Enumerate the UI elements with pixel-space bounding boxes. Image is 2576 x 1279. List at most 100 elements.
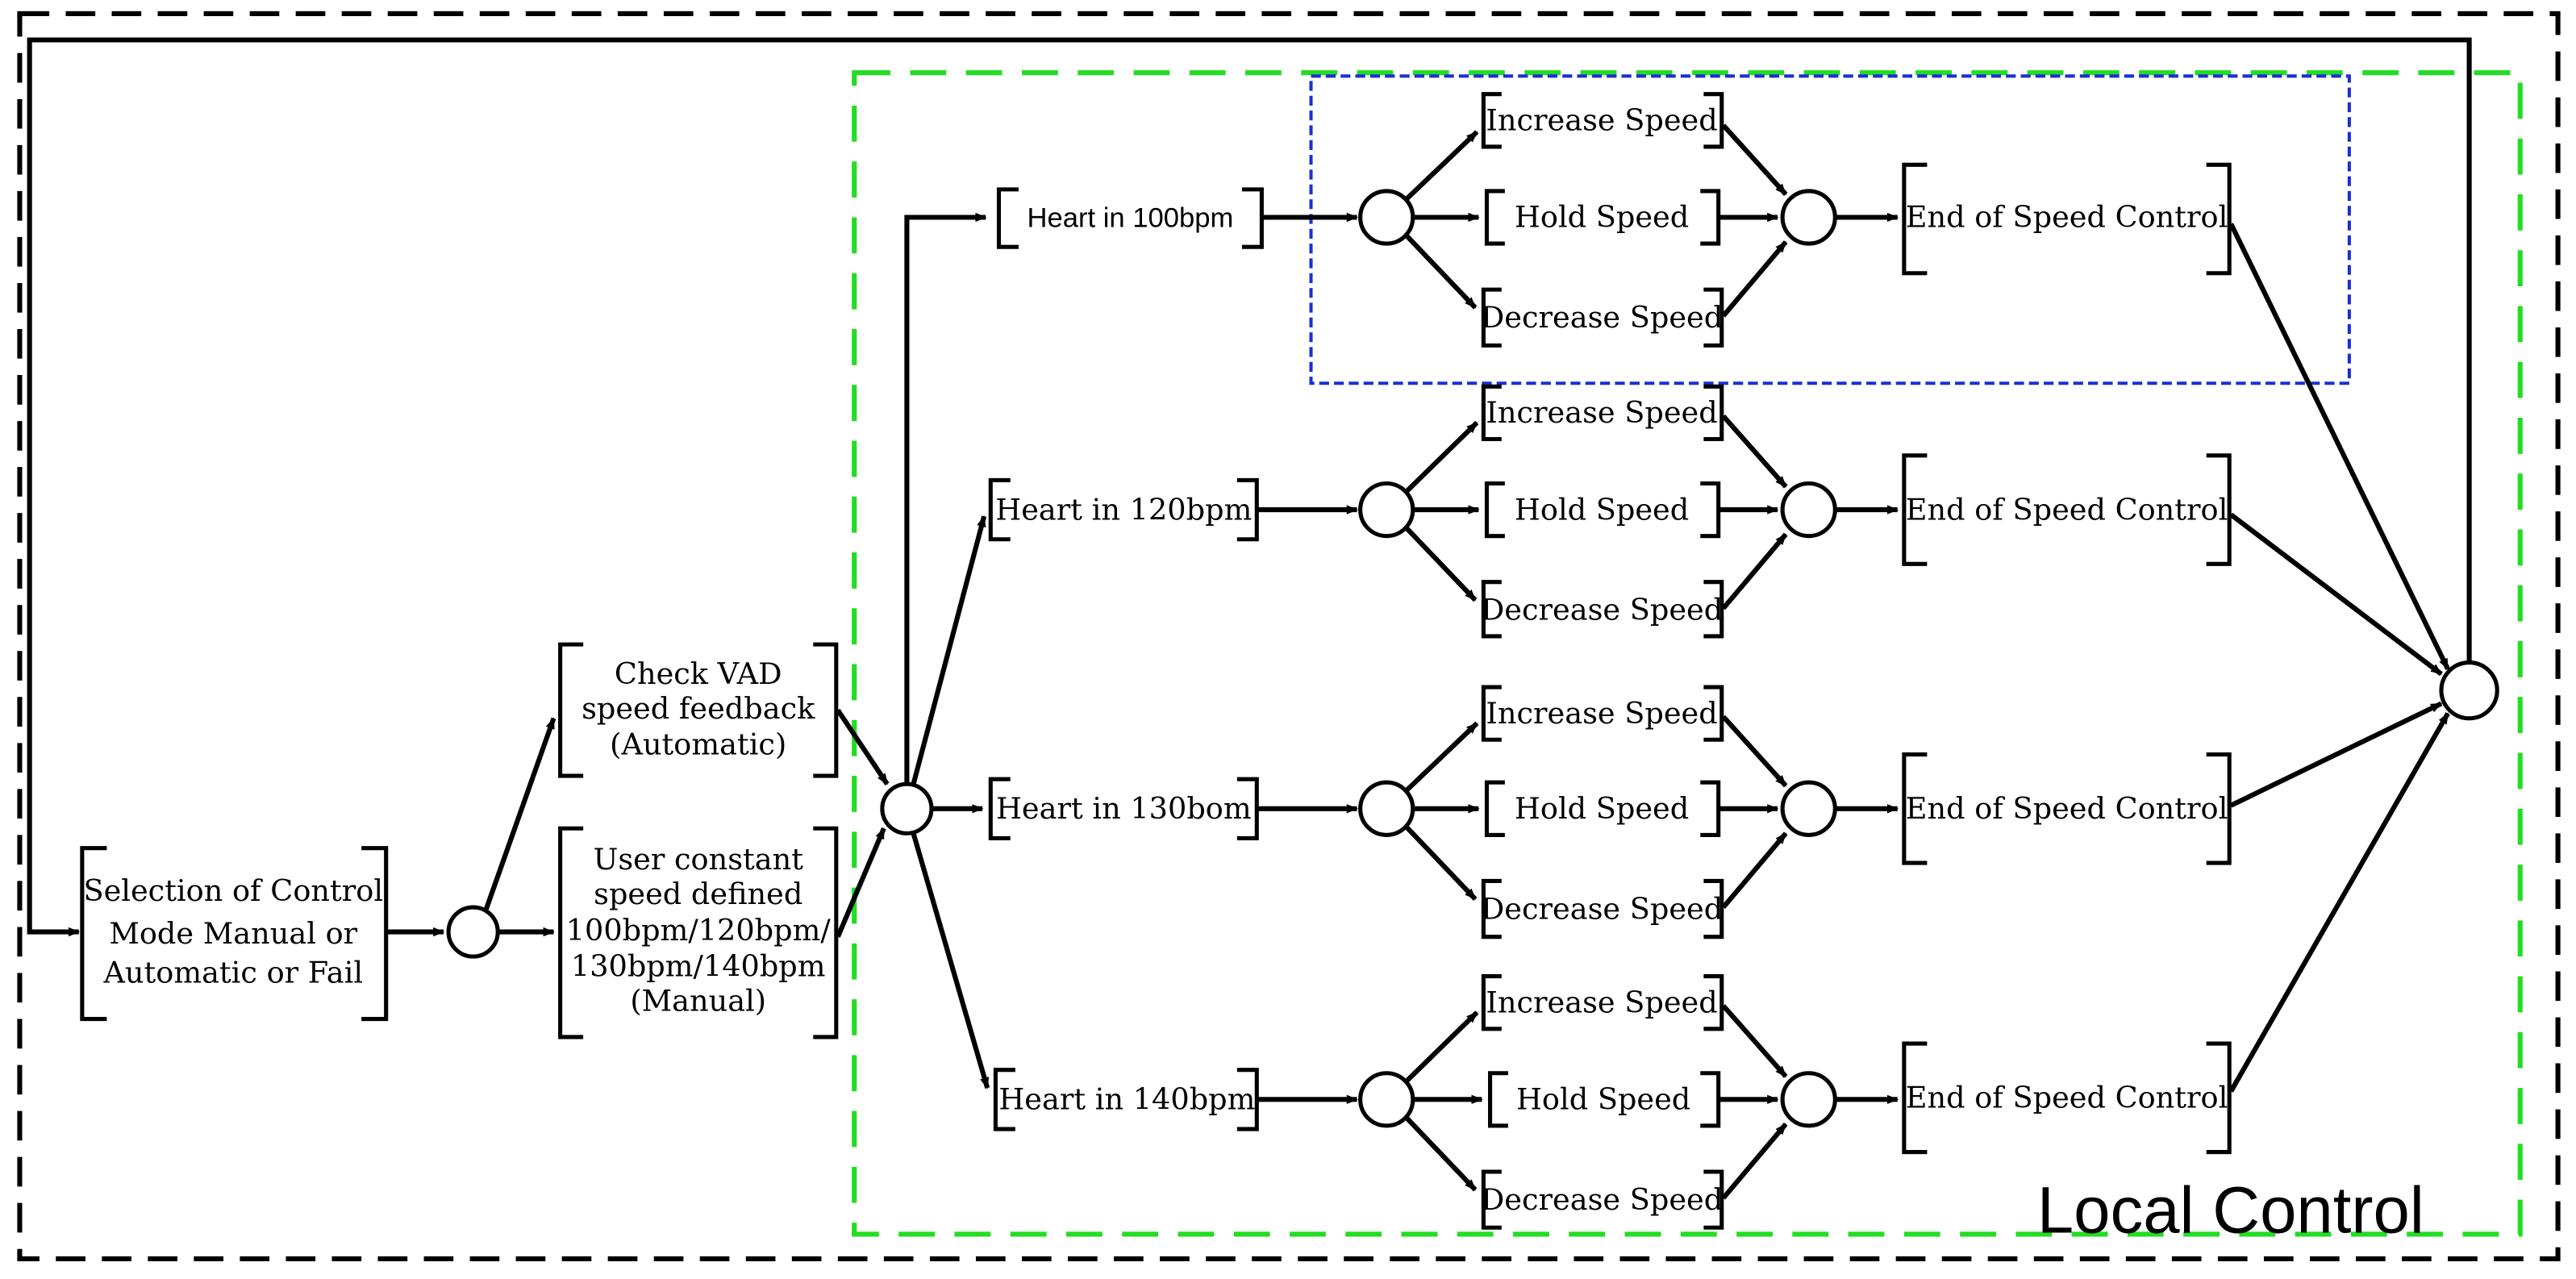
bracket-right [1700,481,1721,539]
end-speed-control-node: End of Speed Control [1902,162,2232,276]
edge-split-to-decrease [1404,526,1478,602]
bracket-right [1703,878,1724,939]
end-speed-control-label: End of Speed Control [1906,200,2228,235]
branch-highlight-border [1309,74,2351,385]
decrease-speed-label: Decrease Speed [1481,1182,1723,1217]
bracket-left [1902,1041,1928,1155]
edge-split-to-decrease [1404,233,1478,310]
hold-speed-label: Hold Speed [1515,200,1689,235]
check-vad-line-1: Check VAD [615,656,782,691]
bracket-right [1703,685,1724,742]
bracket-right [361,846,389,1022]
increase-speed-label: Increase Speed [1486,696,1717,731]
split-junction-node [1358,1071,1415,1128]
bracket-right [1700,1071,1721,1128]
hold-speed-node: Hold Speed [1484,189,1721,246]
selection-mode-node: Selection of Control Mode Manual or Auto… [80,846,389,1022]
bracket-right [1236,477,1259,542]
edge-end-to-final [2229,701,2443,808]
edge-user-constant-to-merge [836,827,886,938]
end-speed-control-label: End of Speed Control [1906,492,2228,527]
bracket-left [1484,780,1505,837]
increase-speed-node: Increase Speed [1481,384,1724,442]
bracket-left [558,642,584,778]
bracket-right [2206,453,2232,566]
merge-junction-node [1780,481,1837,539]
bracket-left [1484,481,1505,539]
branch-130bpm: Heart in 130bom Increase Speed Hold Spee… [988,685,2443,939]
edge-increase-to-merge [1721,714,1788,788]
edge-decrease-to-merge [1721,532,1788,610]
bracket-left [1902,162,1928,276]
selection-mode-line-3: Automatic or Fail [102,956,363,990]
increase-speed-label: Increase Speed [1486,103,1717,138]
edge-decrease-to-merge [1721,1122,1788,1200]
branch-100bpm: Heart in 100bpm Increase Speed Hold Spee… [996,92,2450,671]
edge-decrease-to-merge [1721,240,1788,318]
bracket-right [2206,1041,2232,1155]
edge-split-to-decrease [1404,1115,1478,1192]
end-speed-control-node: End of Speed Control [1902,1041,2232,1155]
user-constant-line-5: (Manual) [630,983,766,1018]
end-speed-control-node: End of Speed Control [1902,752,2232,865]
bracket-right [1241,187,1264,249]
merge-junction-node [1780,1071,1837,1128]
bracket-left [1481,1169,1502,1230]
edge-end-to-final [2228,712,2450,1093]
bracket-left [558,826,584,1039]
bracket-right [2206,162,2232,276]
bracket-left [1902,453,1928,566]
end-speed-control-label: End of Speed Control [1906,791,2228,826]
edge-junction-to-check-vad [484,717,556,910]
decrease-speed-node: Decrease Speed [1481,287,1724,348]
final-junction-node [2439,660,2499,721]
user-constant-line-3: 100bpm/120bpm/ [566,913,832,948]
bracket-right [1703,974,1724,1031]
bracket-left [1481,878,1502,939]
merge-junction-node [1780,780,1837,837]
bracket-right [813,642,839,778]
bracket-right [1703,92,1724,149]
split-junction-node [1358,189,1415,246]
selection-mode-line-1: Selection of Control [83,873,383,908]
bracket-right [1703,287,1724,348]
bracket-left [996,187,1019,249]
hold-speed-label: Hold Speed [1516,1082,1690,1117]
decrease-speed-node: Decrease Speed [1481,580,1724,639]
check-vad-line-2: speed feedback [581,691,815,726]
user-constant-line-2: speed defined [594,877,802,911]
increase-speed-label: Increase Speed [1486,985,1717,1019]
hold-speed-label: Hold Speed [1515,492,1689,527]
edge-merge-to-heart-140 [911,832,990,1089]
hold-speed-node: Hold Speed [1488,1071,1721,1128]
bracket-left [1481,287,1502,348]
bracket-right [2206,752,2232,865]
increase-speed-node: Increase Speed [1481,685,1724,742]
heart-rate-label: Heart in 100bpm [1027,203,1234,234]
edge-merge-to-heart-100 [904,212,987,785]
bracket-left [1488,1071,1508,1128]
merge-junction-node [1780,189,1837,246]
edge-check-vad-to-merge [836,708,890,785]
bracket-right [1703,1169,1724,1230]
user-constant-line-1: User constant [593,842,803,877]
decrease-speed-label: Decrease Speed [1481,300,1723,335]
end-speed-control-label: End of Speed Control [1906,1081,2228,1115]
merge-junction-node [880,781,934,835]
bracket-left [1481,974,1502,1031]
bracket-left [1484,189,1505,246]
decrease-speed-label: Decrease Speed [1481,891,1723,926]
mode-junction-node [446,905,500,959]
outer-system-border [17,10,2561,1262]
branch-120bpm: Heart in 120bpm Increase Speed Hold Spee… [988,384,2443,677]
hold-speed-label: Hold Speed [1515,791,1689,826]
edge-split-to-increase [1404,1010,1479,1084]
heart-rate-label: Heart in 140bpm [998,1082,1255,1117]
check-vad-line-3: (Automatic) [610,727,786,762]
edge-increase-to-merge [1721,1004,1788,1078]
decrease-speed-node: Decrease Speed [1481,878,1724,939]
bracket-left [1481,580,1502,639]
local-control-label: Local Control [2037,1173,2424,1247]
bracket-left [1481,92,1502,149]
